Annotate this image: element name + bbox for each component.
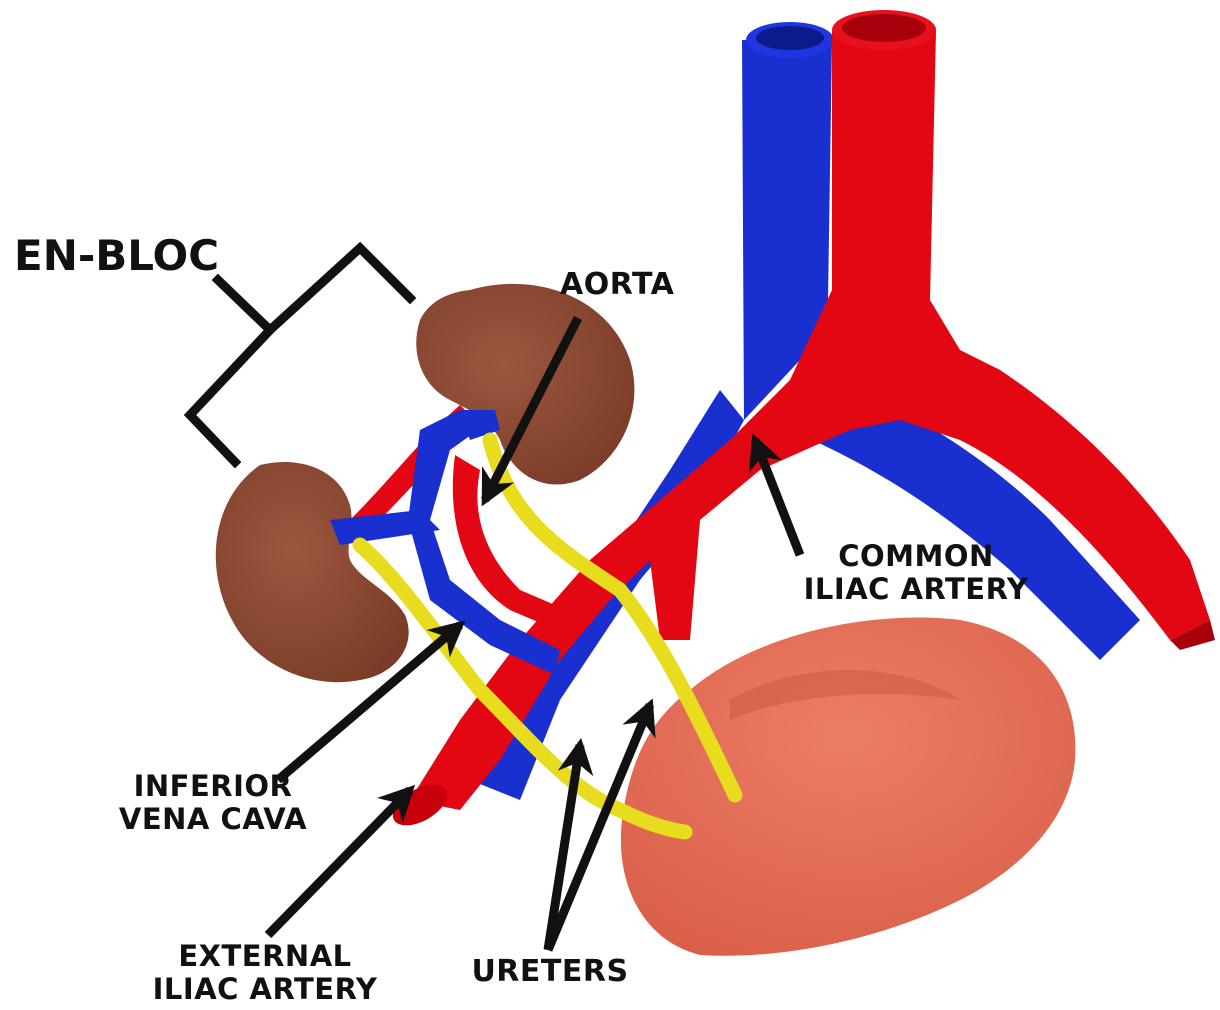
aorta-text: AORTA [560, 267, 674, 302]
ureters-label: URETERS [460, 955, 640, 990]
en-bloc-text: EN-BLOC [14, 231, 219, 280]
aorta-label: AORTA [560, 268, 674, 303]
donor-kidney-upper [416, 284, 634, 485]
external-iliac-line1: EXTERNAL [140, 940, 390, 973]
en-bloc-label: EN-BLOC [14, 232, 219, 280]
external-iliac-line2: ILIAC ARTERY [140, 973, 390, 1006]
ureters-text: URETERS [471, 954, 628, 989]
external-iliac-artery-label: EXTERNAL ILIAC ARTERY [140, 940, 390, 1007]
inferior-vena-cava-label: INFERIOR VENA CAVA [108, 770, 318, 837]
common-iliac-line2: ILIAC ARTERY [782, 573, 1050, 606]
bladder [621, 618, 1076, 956]
common-iliac-artery-label: COMMON ILIAC ARTERY [782, 540, 1050, 607]
en-bloc-bracket [190, 248, 410, 462]
common-iliac-line1: COMMON [782, 540, 1050, 573]
ivc-line2: VENA CAVA [108, 803, 318, 836]
ivc-line1: INFERIOR [108, 770, 318, 803]
